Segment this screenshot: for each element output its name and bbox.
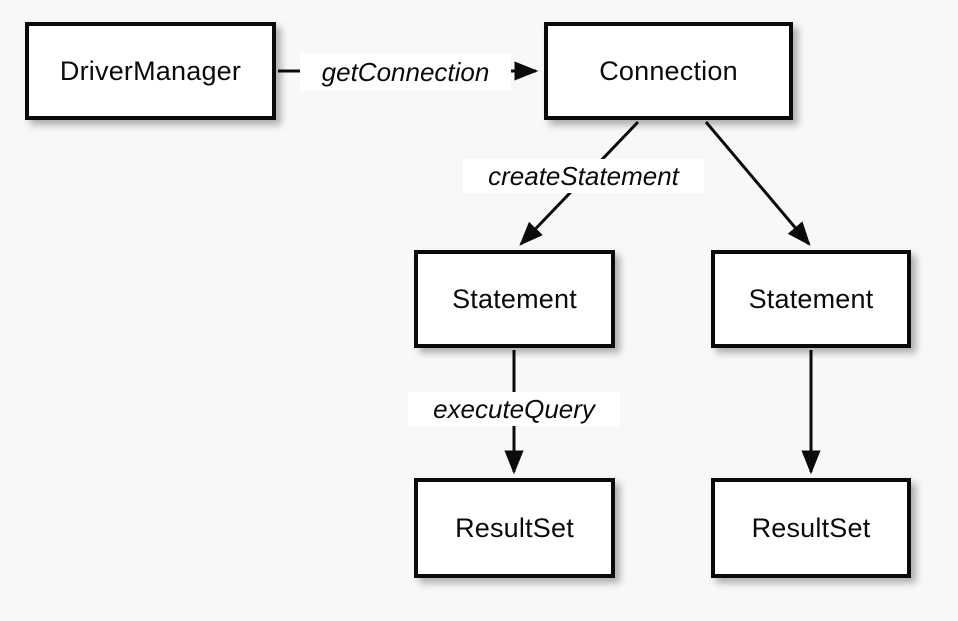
node-statement-right-label: Statement bbox=[748, 283, 874, 314]
node-resultset-left-label: ResultSet bbox=[455, 512, 574, 543]
node-statement-right[interactable]: Statement bbox=[711, 250, 911, 348]
node-resultset-left[interactable]: ResultSet bbox=[414, 478, 615, 578]
edge-label-get-connection: getConnection bbox=[300, 53, 511, 91]
edge-label-get-connection-text: getConnection bbox=[321, 57, 490, 87]
node-connection-label: Connection bbox=[599, 55, 738, 86]
node-statement-left-label: Statement bbox=[452, 283, 577, 314]
edge-label-create-statement: createStatement bbox=[463, 159, 704, 193]
node-driver-manager[interactable]: DriverManager bbox=[25, 22, 276, 120]
edge-label-execute-query-text: executeQuery bbox=[433, 394, 595, 424]
edge-label-create-statement-text: createStatement bbox=[488, 161, 679, 191]
edge-connection-to-statement-right-line bbox=[704, 121, 811, 246]
edge-label-execute-query: executeQuery bbox=[408, 392, 620, 426]
node-driver-manager-label: DriverManager bbox=[59, 55, 242, 86]
node-resultset-right[interactable]: ResultSet bbox=[711, 478, 911, 578]
node-connection[interactable]: Connection bbox=[544, 22, 793, 120]
node-resultset-right-label: ResultSet bbox=[751, 512, 871, 543]
node-statement-left[interactable]: Statement bbox=[414, 250, 615, 348]
